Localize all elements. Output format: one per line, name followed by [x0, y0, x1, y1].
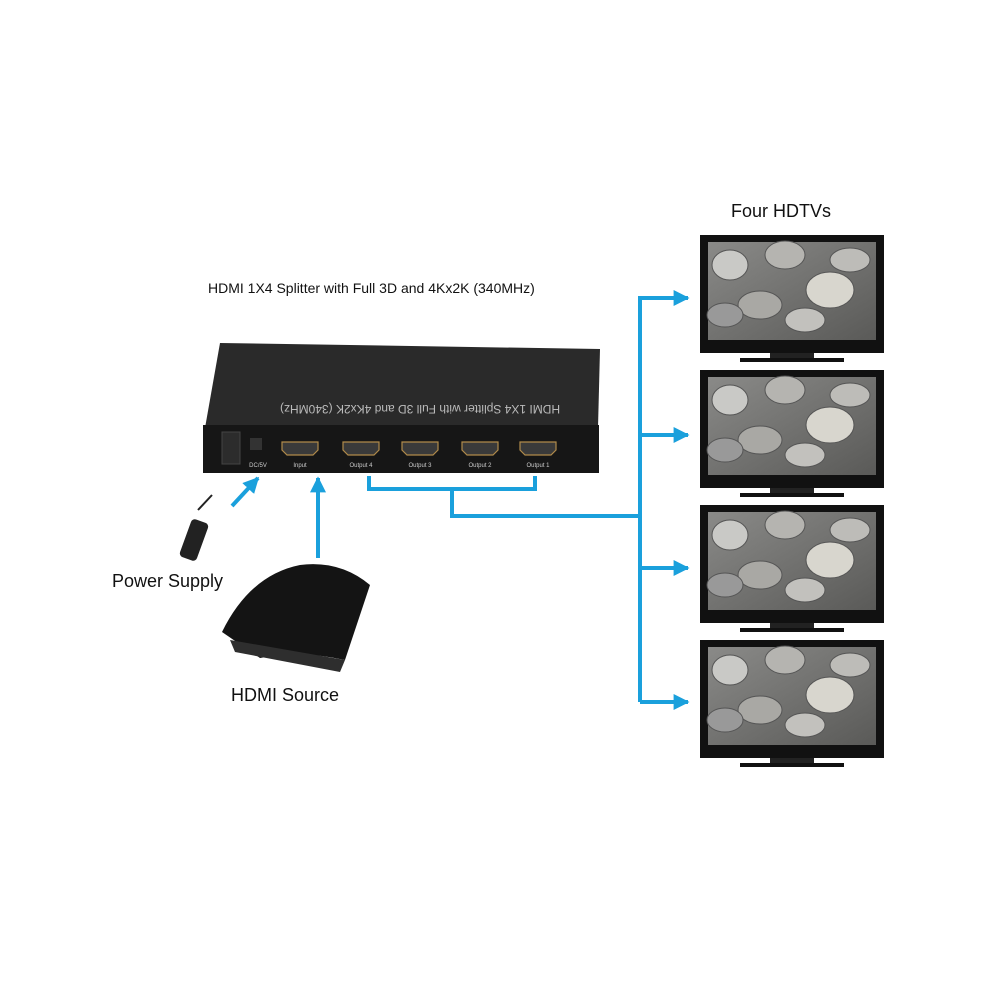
power-switch	[221, 431, 241, 465]
connection-lines	[230, 290, 690, 710]
power-supply-label: Power Supply	[112, 571, 224, 591]
hdmi-port	[281, 441, 319, 456]
tv-stand	[770, 623, 814, 628]
diagram-title: HDMI 1X4 Splitter with Full 3D and 4Kx2K…	[208, 280, 535, 296]
hdmi-port	[401, 441, 439, 456]
port-label: Output 2	[468, 463, 492, 469]
port-label: Output 3	[408, 463, 432, 469]
power-adapter	[179, 494, 213, 561]
hdmi-source-console	[222, 564, 370, 672]
hdmi-port	[461, 441, 499, 456]
port-label: DC/5V	[249, 463, 267, 469]
tvs-label: Four HDTVs	[731, 201, 832, 221]
tv-stand	[770, 353, 814, 358]
device-print: HDMI 1X4 Splitter with Full 3D and 4Kx2K…	[280, 402, 560, 416]
tv-stand	[770, 758, 814, 763]
hdtv	[700, 640, 884, 767]
port-label: Output 4	[349, 463, 373, 469]
hdmi-port	[342, 441, 380, 456]
port-label: Output 1	[526, 463, 550, 469]
hdtv	[700, 370, 884, 497]
dc-jack	[250, 438, 262, 450]
hdtv	[700, 505, 884, 632]
hdtv	[700, 235, 884, 362]
tv-stand	[770, 488, 814, 493]
hdmi-port	[519, 441, 557, 456]
hdmi-source-label: HDMI Source	[231, 685, 340, 705]
hdmi-splitter-device: HDMI 1X4 Splitter with Full 3D and 4Kx2K…	[203, 343, 600, 473]
port-label: Input	[293, 463, 307, 469]
